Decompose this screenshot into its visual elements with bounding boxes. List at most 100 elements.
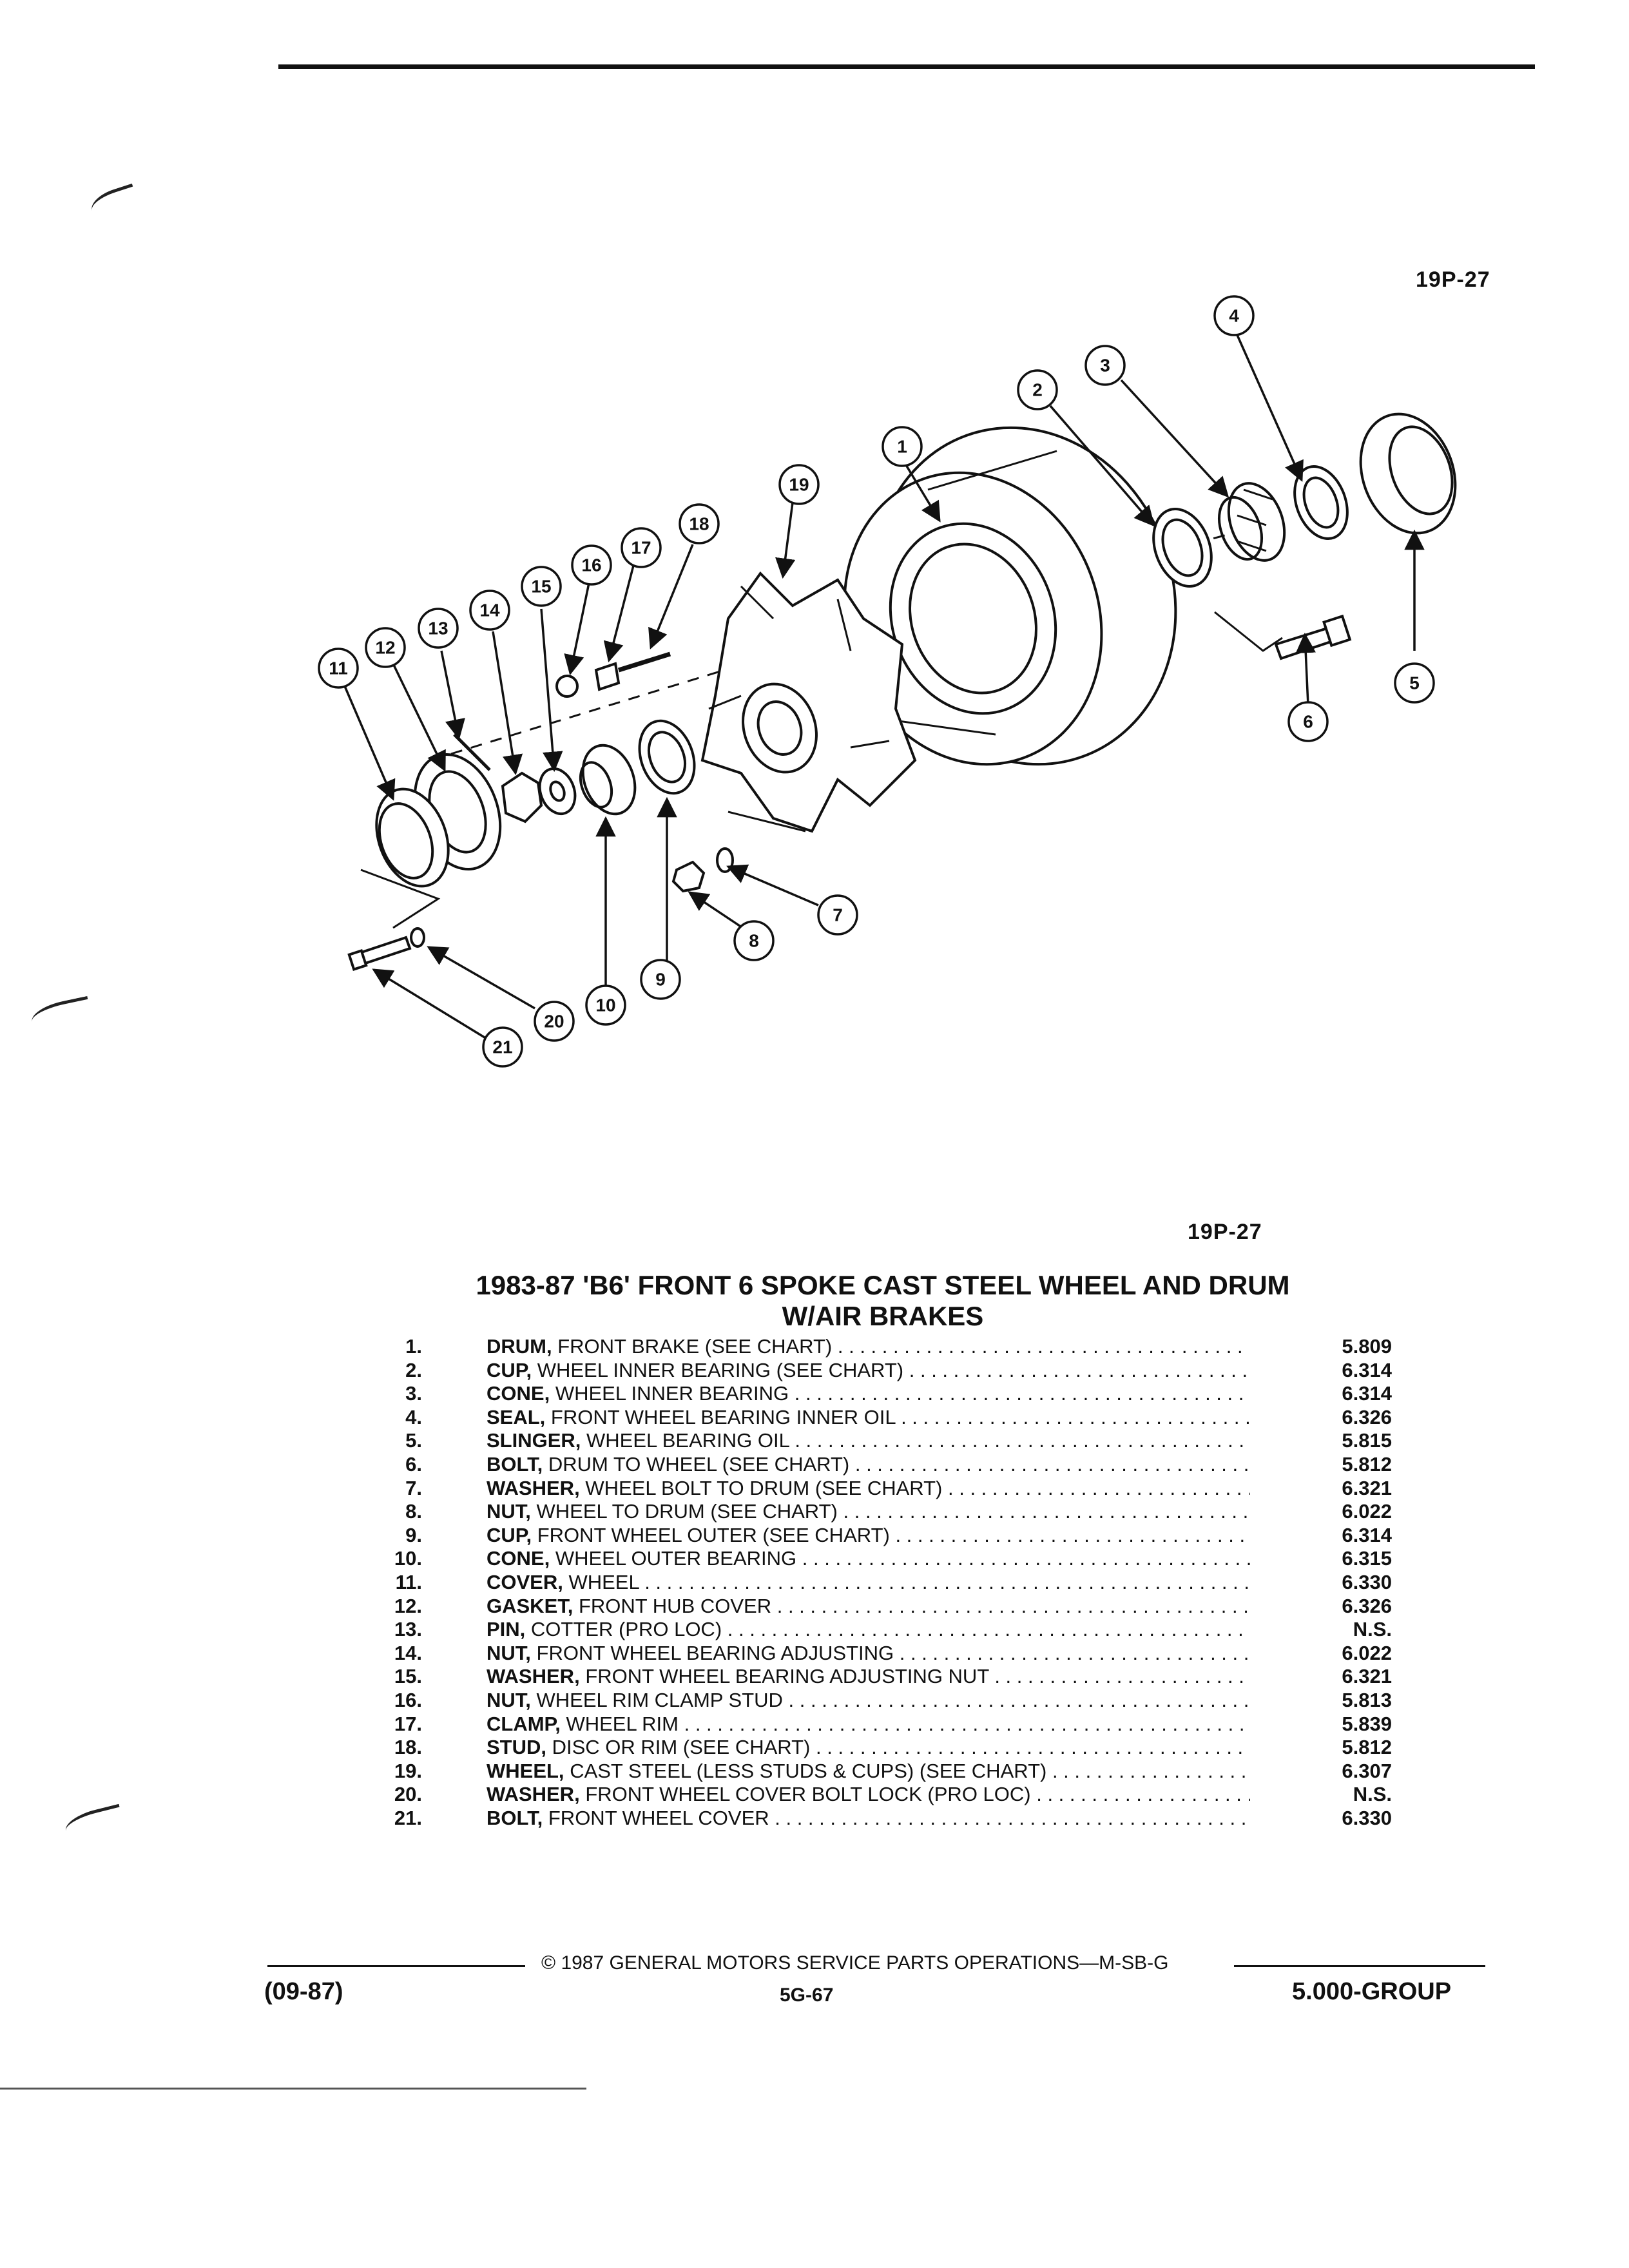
part-description: WASHER, FRONT WHEEL COVER BOLT LOCK (PRO…	[487, 1783, 1250, 1806]
part-row: 13.PIN, COTTER (PRO LOC) . . . . . . . .…	[361, 1618, 1392, 1642]
part-name: WASHER,	[487, 1783, 580, 1806]
part-name: STUD,	[487, 1736, 546, 1759]
group-code: 5.809	[1342, 1335, 1392, 1358]
leader-dots: . . . . . . . . . . . . . . . . . . . . …	[854, 1452, 1250, 1475]
group-code: 6.315	[1342, 1547, 1392, 1570]
part-number: 8.	[405, 1500, 422, 1523]
part-number: 5.	[405, 1429, 422, 1452]
callout-20: 20	[544, 1012, 564, 1032]
part-description: BOLT, FRONT WHEEL COVER . . . . . . . . …	[487, 1807, 1250, 1830]
part-row: 2.CUP, WHEEL INNER BEARING (SEE CHART) .…	[361, 1359, 1392, 1383]
part-description: CUP, WHEEL INNER BEARING (SEE CHART) . .…	[487, 1359, 1250, 1382]
group-code: 6.330	[1342, 1806, 1392, 1829]
part-name: CUP,	[487, 1523, 532, 1546]
part-detail: FRONT HUB COVER	[578, 1594, 772, 1617]
part-description: PIN, COTTER (PRO LOC) . . . . . . . . . …	[487, 1618, 1250, 1641]
group-code: 6.326	[1342, 1405, 1392, 1428]
leader-dots: . . . . . . . . . . . . . . . . . . . . …	[788, 1688, 1250, 1711]
group-code: 5.812	[1342, 1736, 1392, 1759]
callout-9-circle	[640, 959, 681, 1000]
part-description: GASKET, FRONT HUB COVER . . . . . . . . …	[487, 1595, 1250, 1618]
leader-dots: . . . . . . . . . . . . . . . . . . . . …	[775, 1806, 1250, 1829]
group-code: 5.812	[1342, 1452, 1392, 1475]
part-number: 12.	[394, 1594, 422, 1617]
part-name: DRUM,	[487, 1335, 552, 1358]
part-detail: WHEEL TO DRUM (SEE CHART)	[536, 1500, 838, 1523]
leader-dots: . . . . . . . . . . . . . . . . . . . . …	[899, 1641, 1250, 1664]
part-row: 7.WASHER, WHEEL BOLT TO DRUM (SEE CHART)…	[361, 1477, 1392, 1501]
callout-21-circle	[482, 1026, 523, 1068]
leader-dots: . . . . . . . . . . . . . . . . . . . . …	[994, 1665, 1250, 1688]
group-code: 6.330	[1342, 1570, 1392, 1593]
callout-15-circle	[521, 566, 562, 607]
leader-dots: . . . . . . . . . . . . . . . . . . . . …	[776, 1594, 1250, 1617]
callout-16: 16	[581, 555, 601, 575]
part-detail: WHEEL INNER BEARING (SEE CHART)	[537, 1358, 904, 1381]
callout-4-circle	[1213, 295, 1255, 336]
part-description: CONE, WHEEL INNER BEARING . . . . . . . …	[487, 1382, 1250, 1405]
callout-10: 10	[595, 995, 615, 1015]
leader-dots: . . . . . . . . . . . . . . . . . . . . …	[837, 1335, 1250, 1358]
group-code: 6.326	[1342, 1594, 1392, 1617]
callout-7: 7	[833, 905, 843, 925]
part-number: 20.	[394, 1783, 422, 1806]
group-code: 6.314	[1342, 1358, 1392, 1381]
part-detail: DISC OR RIM (SEE CHART)	[552, 1736, 811, 1759]
part-detail: FRONT WHEEL COVER	[548, 1806, 769, 1829]
part-detail: WHEEL INNER BEARING	[555, 1382, 789, 1405]
leader-dots: . . . . . . . . . . . . . . . . . . . . …	[684, 1712, 1250, 1735]
footer-rule-right	[1234, 1965, 1485, 1967]
part-name: CUP,	[487, 1358, 532, 1381]
part-name: CONE,	[487, 1382, 550, 1405]
part-number: 17.	[394, 1712, 422, 1735]
callout-4: 4	[1229, 306, 1239, 326]
part-name: NUT,	[487, 1641, 531, 1664]
part-description: WHEEL, CAST STEEL (LESS STUDS & CUPS) (S…	[487, 1760, 1250, 1783]
callout-6: 6	[1303, 712, 1313, 732]
page-title-line2: W/AIR BRAKES	[782, 1301, 984, 1331]
date-code: (09-87)	[264, 1978, 343, 2005]
part-row: 15.WASHER, FRONT WHEEL BEARING ADJUSTING…	[361, 1665, 1392, 1689]
part-description: CUP, FRONT WHEEL OUTER (SEE CHART) . . .…	[487, 1524, 1250, 1547]
part-number: 4.	[405, 1405, 422, 1428]
group-code: 6.307	[1342, 1759, 1392, 1782]
part-number: 1.	[405, 1335, 422, 1358]
callout-14: 14	[479, 601, 500, 620]
part-description: COVER, WHEEL . . . . . . . . . . . . . .…	[487, 1571, 1250, 1594]
part-detail: WHEEL RIM CLAMP STUD	[536, 1688, 783, 1711]
leader-dots: . . . . . . . . . . . . . . . . . . . . …	[909, 1358, 1250, 1381]
part-detail: FRONT WHEEL BEARING ADJUSTING	[536, 1641, 894, 1664]
callout-13-circle	[418, 608, 459, 649]
callout-15: 15	[531, 577, 551, 597]
part-row: 6.BOLT, DRUM TO WHEEL (SEE CHART) . . . …	[361, 1453, 1392, 1477]
leader-dots: . . . . . . . . . . . . . . . . . . . . …	[639, 1570, 1250, 1593]
page-title-line1: 1983-87 'B6' FRONT 6 SPOKE CAST STEEL WH…	[476, 1270, 1290, 1300]
part-row: 3.CONE, WHEEL INNER BEARING . . . . . . …	[361, 1382, 1392, 1406]
part-detail: CAST STEEL (LESS STUDS & CUPS) (SEE CHAR…	[570, 1759, 1047, 1782]
group-code: 6.022	[1342, 1641, 1392, 1664]
part-detail: FRONT BRAKE (SEE CHART)	[557, 1335, 833, 1358]
group-code: 6.321	[1342, 1476, 1392, 1499]
part-row: 14.NUT, FRONT WHEEL BEARING ADJUSTING . …	[361, 1642, 1392, 1666]
part-number: 10.	[394, 1547, 422, 1570]
leader-dots: . . . . . . . . . . . . . . . . . . . . …	[1036, 1783, 1250, 1806]
part-description: BOLT, DRUM TO WHEEL (SEE CHART) . . . . …	[487, 1453, 1250, 1476]
group-code: 6.314	[1342, 1382, 1392, 1405]
part-detail: WHEEL BOLT TO DRUM (SEE CHART)	[585, 1476, 943, 1499]
part-name: CONE,	[487, 1547, 550, 1570]
group-code: 5.813	[1342, 1688, 1392, 1711]
part-number: 9.	[405, 1523, 422, 1546]
part-name: COVER,	[487, 1570, 563, 1593]
part-number: 7.	[405, 1476, 422, 1499]
callout-5: 5	[1409, 673, 1420, 693]
part-description: DRUM, FRONT BRAKE (SEE CHART) . . . . . …	[487, 1335, 1250, 1358]
callout-8-circle	[733, 920, 775, 961]
callout-11-circle	[318, 648, 359, 689]
part-name: PIN,	[487, 1618, 526, 1641]
part-row: 1. DRUM, FRONT BRAKE (SEE CHART) . . . . …	[361, 1335, 1392, 1359]
callout-3: 3	[1100, 356, 1110, 376]
callout-17-circle	[621, 527, 662, 568]
callout-18: 18	[689, 514, 709, 534]
callout-10-circle	[585, 985, 626, 1026]
part-description: NUT, WHEEL RIM CLAMP STUD . . . . . . . …	[487, 1689, 1250, 1712]
